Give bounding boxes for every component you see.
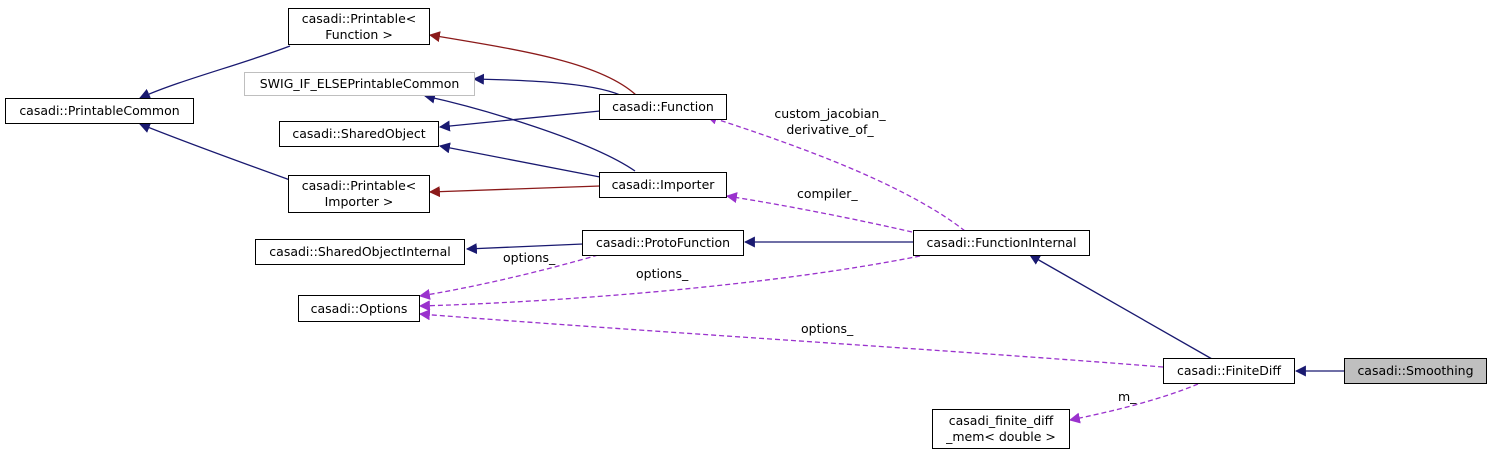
node-function-internal-label: casadi::FunctionInternal [926, 235, 1077, 250]
edge-label-custom-jacobian-line2: derivative_of_ [786, 122, 874, 137]
node-smoothing[interactable]: casadi::Smoothing [1344, 358, 1487, 384]
edge-label-compiler: compiler_ [797, 186, 858, 201]
edge-function-internal-to-importer [725, 192, 913, 233]
node-printable-function-line2: Function > [325, 26, 393, 42]
node-proto-function-label: casadi::ProtoFunction [595, 235, 731, 250]
node-swig-label: SWIG_IF_ELSEPrintableCommon [259, 76, 460, 91]
node-printable-importer[interactable]: casadi::Printable< Importer > [288, 175, 430, 213]
node-finite-diff-mem[interactable]: casadi_finite_diff _mem< double > [932, 409, 1070, 449]
node-proto-function[interactable]: casadi::ProtoFunction [582, 230, 744, 256]
node-function-internal[interactable]: casadi::FunctionInternal [913, 230, 1090, 256]
node-printable-function-line1: casadi::Printable< [301, 10, 417, 26]
node-shared-object-label: casadi::SharedObject [292, 126, 426, 141]
edge-function-to-swig [472, 73, 621, 96]
edge-importer-to-shared-object [438, 142, 601, 178]
edge-label-custom-jacobian: custom_jacobian_ derivative_of_ [762, 106, 898, 138]
node-shared-object[interactable]: casadi::SharedObject [279, 121, 439, 147]
node-shared-object-internal[interactable]: casadi::SharedObjectInternal [255, 239, 465, 265]
edge-function-internal-to-options [418, 255, 921, 312]
node-importer-label: casadi::Importer [611, 177, 715, 192]
edge-label-options-internal: options_ [636, 266, 689, 281]
node-swig-printable-common[interactable]: SWIG_IF_ELSEPrintableCommon [244, 72, 475, 96]
node-function-label: casadi::Function [612, 99, 714, 114]
edge-proto-function-to-options [418, 254, 599, 300]
node-smoothing-label: casadi::Smoothing [1357, 363, 1474, 378]
edge-proto-function-to-shared-object-internal [465, 243, 584, 255]
edge-finite-diff-to-function-internal [1029, 254, 1213, 360]
node-function[interactable]: casadi::Function [599, 94, 727, 120]
edge-label-options-proto: options_ [503, 250, 556, 265]
edge-importer-to-printable-importer [428, 185, 601, 198]
node-finite-diff-label: casadi::FiniteDiff [1177, 363, 1281, 378]
node-printable-importer-line1: casadi::Printable< [301, 178, 417, 193]
edge-function-to-shared-object [438, 110, 601, 132]
node-printable-function[interactable]: casadi::Printable< Function > [288, 8, 430, 45]
edge-printable-importer-to-printable-common [138, 122, 291, 181]
node-importer[interactable]: casadi::Importer [599, 172, 727, 198]
node-finite-diff-mem-line2: _mem< double > [946, 429, 1056, 444]
node-printable-common-label: casadi::PrintableCommon [19, 103, 180, 118]
node-options-label: casadi::Options [310, 300, 408, 316]
edge-label-m: m_ [1118, 389, 1137, 404]
edge-function-internal-to-function [705, 113, 966, 232]
node-shared-object-internal-label: casadi::SharedObjectInternal [269, 244, 451, 259]
node-finite-diff[interactable]: casadi::FiniteDiff [1163, 358, 1295, 384]
edge-importer-to-swig [423, 92, 636, 172]
node-options[interactable]: casadi::Options [298, 295, 420, 322]
edge-function-to-printable-function [428, 31, 637, 96]
node-finite-diff-mem-line1: casadi_finite_diff [948, 413, 1054, 428]
edge-label-options-finitediff: options_ [801, 321, 854, 336]
node-printable-importer-line2: Importer > [324, 194, 394, 209]
edge-finite-diff-to-mem [1068, 383, 1199, 424]
edge-printable-function-to-printable-common [138, 45, 291, 99]
edge-finite-diff-to-options [418, 309, 1164, 368]
node-printable-common[interactable]: casadi::PrintableCommon [5, 98, 194, 124]
edge-label-custom-jacobian-line1: custom_jacobian_ [774, 106, 886, 121]
